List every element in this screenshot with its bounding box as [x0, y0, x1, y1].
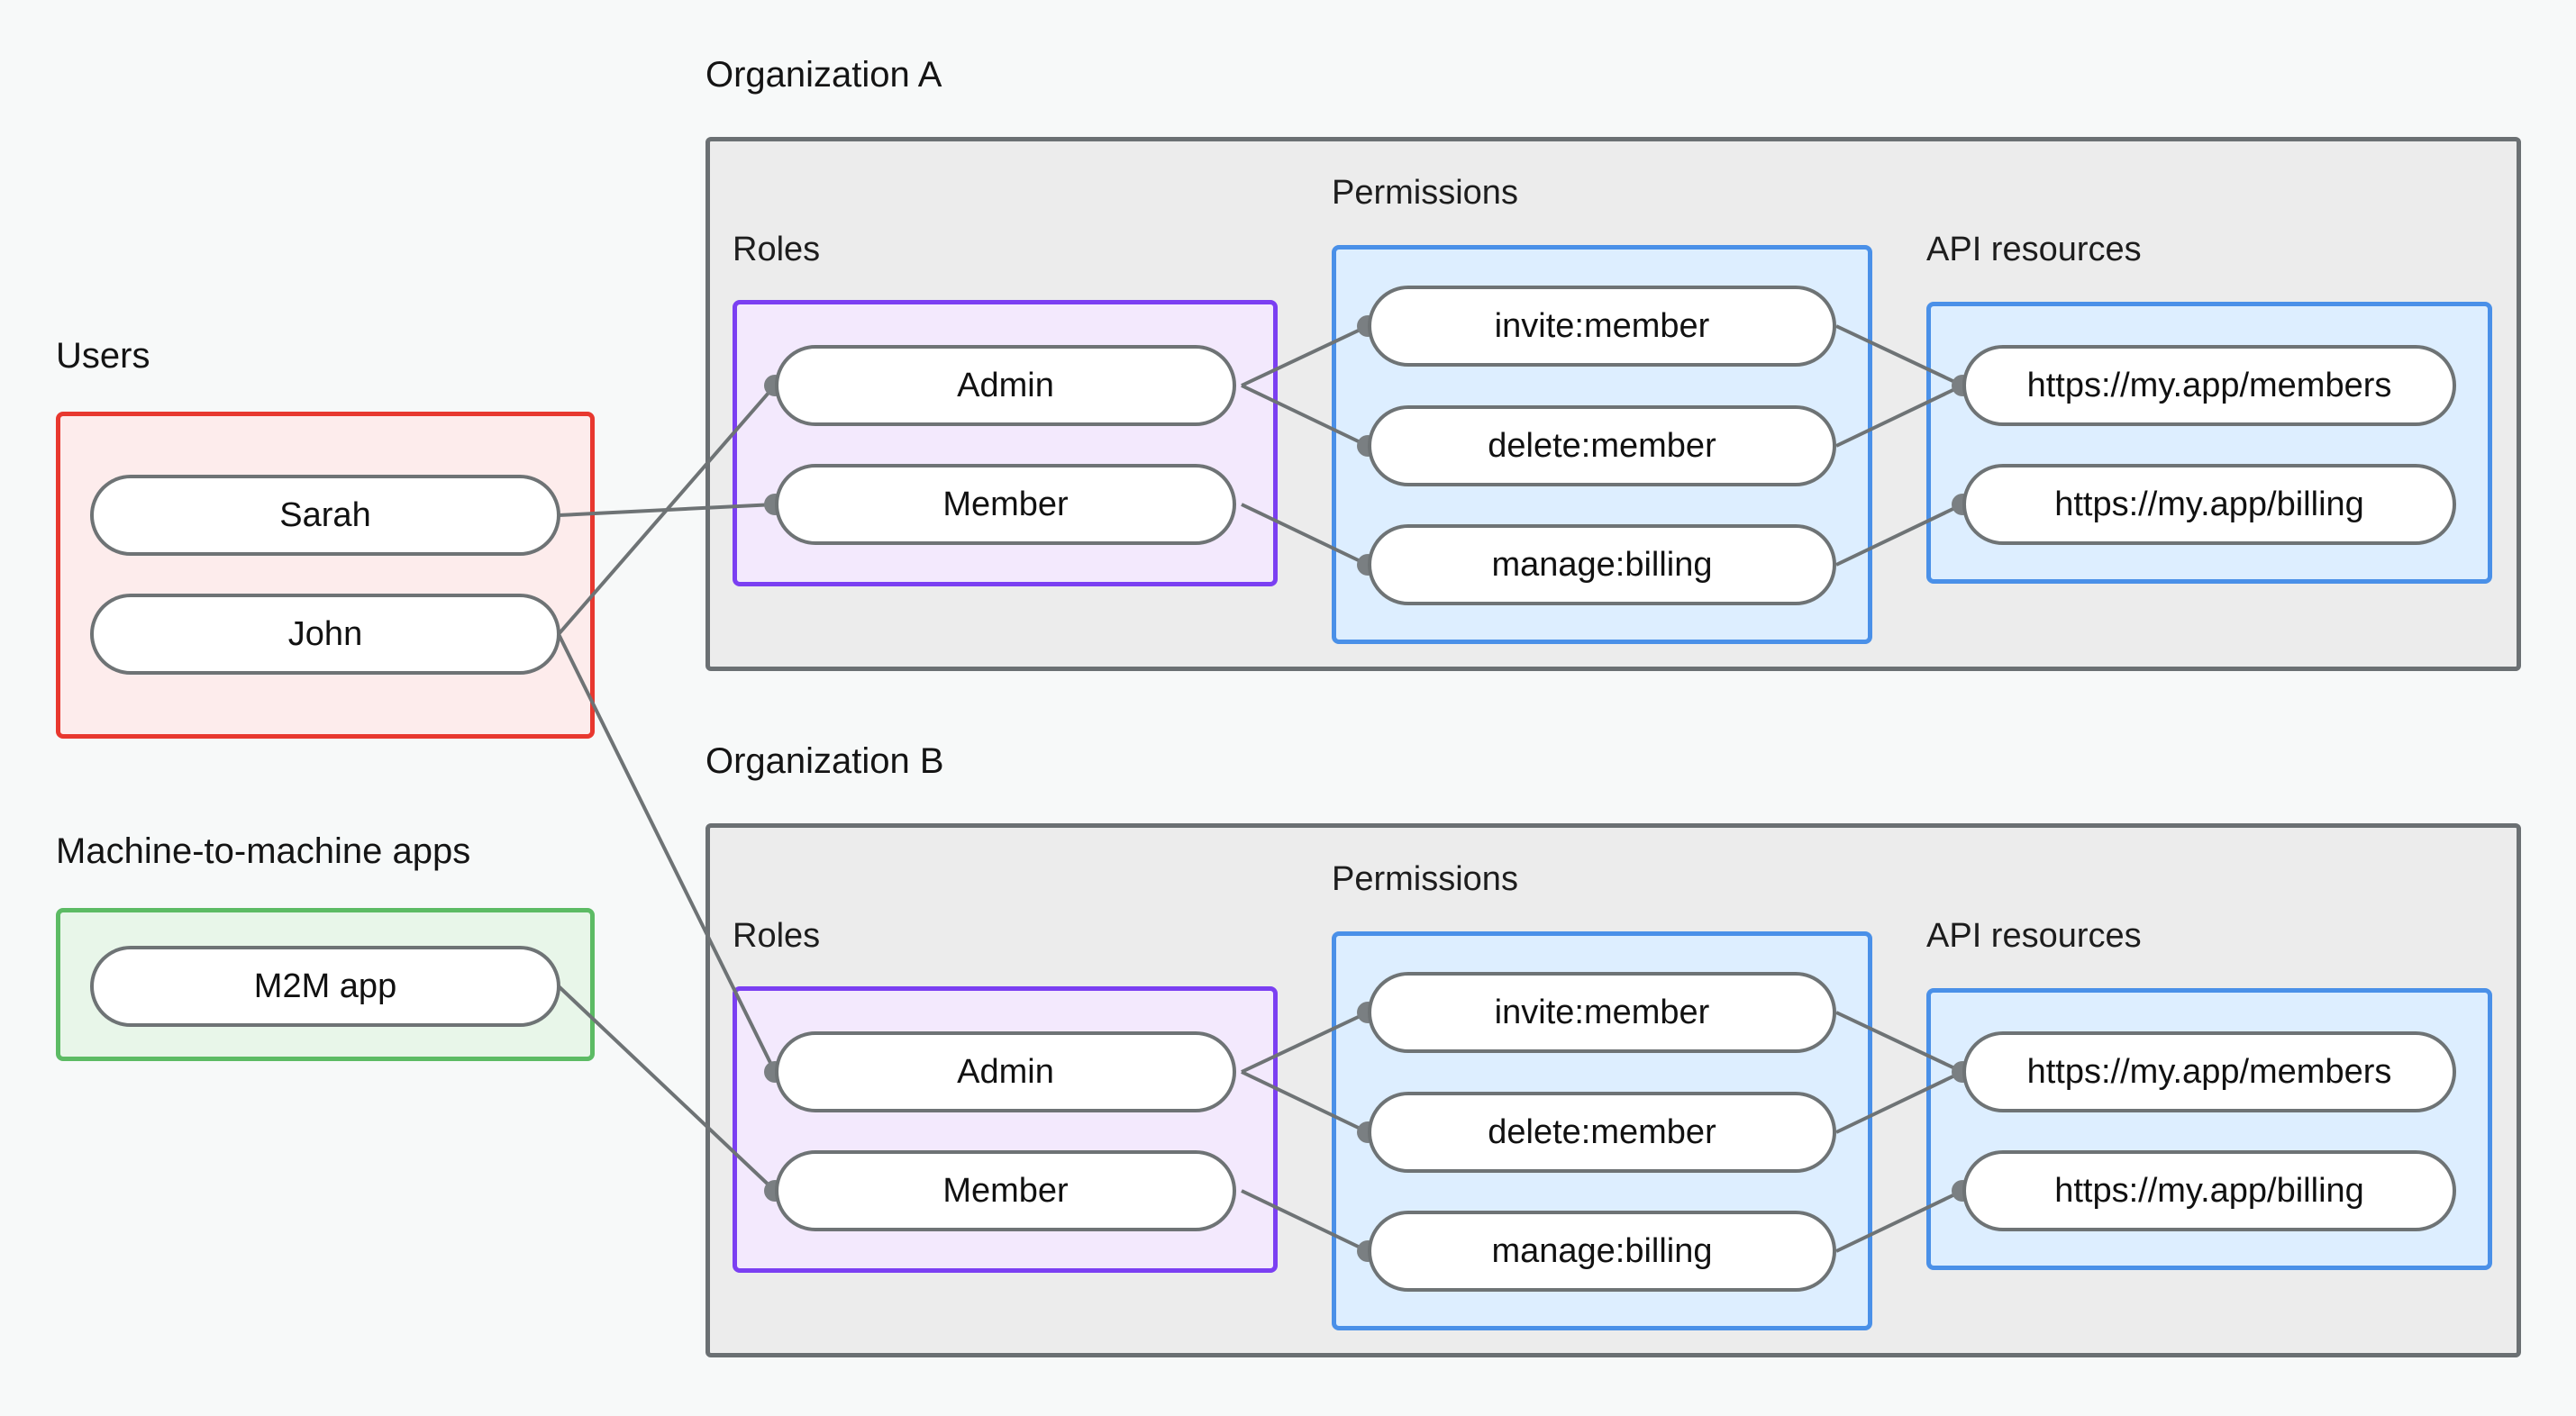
org-b-api-members[interactable]: https://my.app/members — [1962, 1031, 2456, 1112]
user-node-sarah[interactable]: Sarah — [90, 475, 560, 556]
org-b-label: Organization B — [705, 741, 944, 781]
m2m-node-app[interactable]: M2M app — [90, 946, 560, 1027]
org-b-role-admin[interactable]: Admin — [775, 1031, 1236, 1112]
org-a-permissions-label: Permissions — [1332, 174, 1518, 212]
org-b-api-label: API resources — [1926, 917, 2142, 955]
org-a-permission-invite-member[interactable]: invite:member — [1368, 286, 1836, 367]
org-b-permission-invite-member[interactable]: invite:member — [1368, 972, 1836, 1053]
org-a-role-member[interactable]: Member — [775, 464, 1236, 545]
org-b-roles-label: Roles — [733, 917, 821, 955]
org-a-roles-label: Roles — [733, 231, 821, 268]
org-a-api-billing[interactable]: https://my.app/billing — [1962, 464, 2456, 545]
org-a-label: Organization A — [705, 55, 942, 95]
org-a-permission-delete-member[interactable]: delete:member — [1368, 405, 1836, 486]
org-b-api-billing[interactable]: https://my.app/billing — [1962, 1150, 2456, 1231]
org-a-api-members[interactable]: https://my.app/members — [1962, 345, 2456, 426]
org-b-role-member[interactable]: Member — [775, 1150, 1236, 1231]
org-a-api-label: API resources — [1926, 231, 2142, 268]
org-b-permissions-label: Permissions — [1332, 860, 1518, 898]
org-b-permission-delete-member[interactable]: delete:member — [1368, 1092, 1836, 1173]
user-node-john[interactable]: John — [90, 594, 560, 675]
users-container — [56, 412, 595, 739]
org-b-permission-manage-billing[interactable]: manage:billing — [1368, 1211, 1836, 1292]
org-a-permission-manage-billing[interactable]: manage:billing — [1368, 524, 1836, 605]
m2m-group-label: Machine-to-machine apps — [56, 831, 471, 871]
users-group-label: Users — [56, 336, 150, 376]
org-a-role-admin[interactable]: Admin — [775, 345, 1236, 426]
